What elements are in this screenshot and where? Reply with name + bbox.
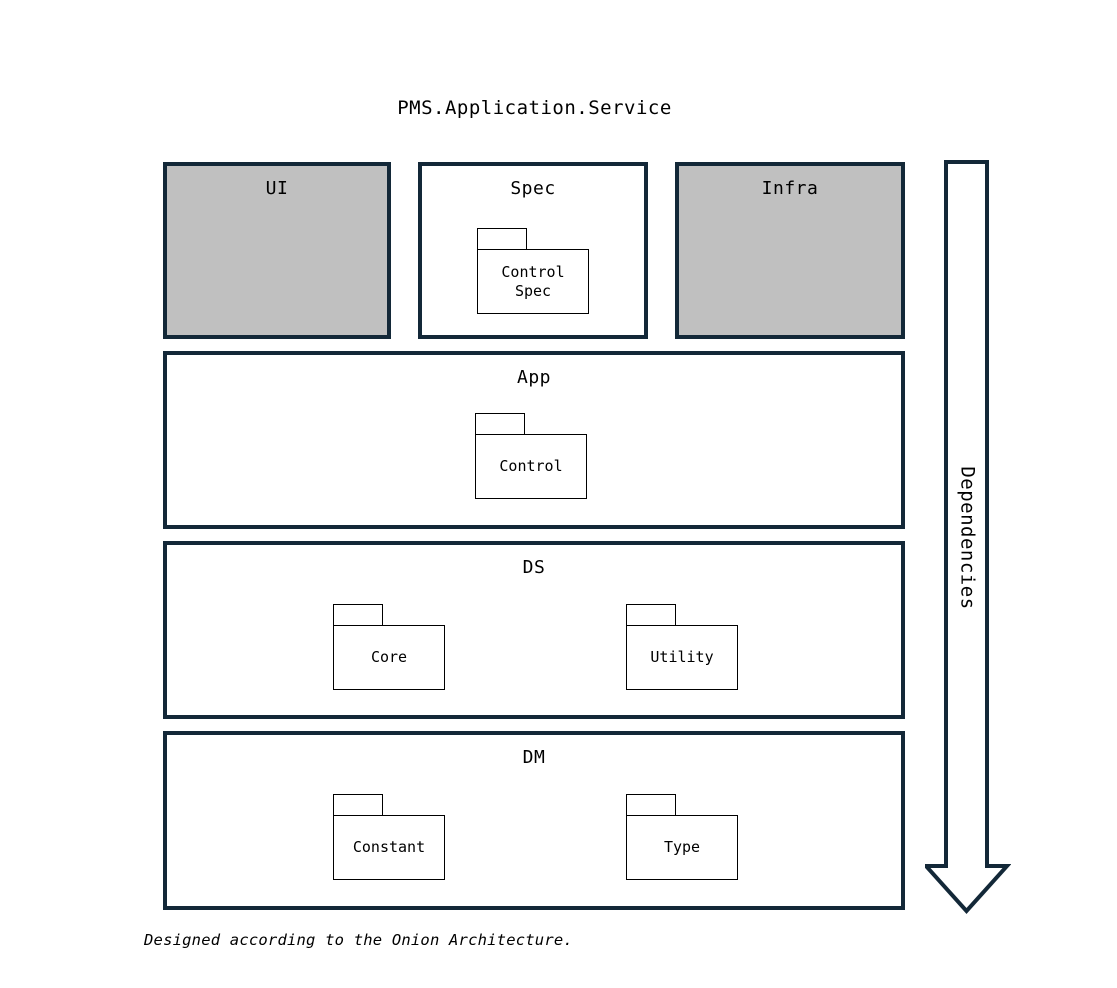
layer-infra-title: Infra [761,178,819,199]
package-constant-label: Constant [333,815,445,880]
package-label-line-2: Spec [514,281,552,300]
package-label-line-1: Control [501,262,565,281]
package-tab-icon [333,794,383,816]
package-core-label: Core [333,625,445,690]
package-tab-icon [626,604,676,626]
outer-package-title: PMS.Application.Service [397,97,672,119]
layer-ui-title: UI [265,178,289,199]
layer-app-title: App [516,367,551,388]
diagram-caption: Designed according to the Onion Architec… [144,931,573,949]
layer-dm[interactable]: DM Constant Type [163,731,905,910]
layer-spec-title: Spec [510,178,556,199]
layer-ds[interactable]: DS Core Utility [163,541,905,719]
package-type-label: Type [626,815,738,880]
dashed-edge-top [141,84,928,88]
package-label-line-1: Utility [650,648,714,667]
package-utility-label: Utility [626,625,738,690]
package-tab-icon [475,413,525,435]
package-tab-icon [626,794,676,816]
layer-infra[interactable]: Infra [675,162,905,339]
package-label-line-1: Constant [352,838,426,857]
package-label-line-1: Type [663,838,701,857]
package-control-spec-label: Control Spec [477,249,589,314]
package-control-label: Control [475,434,587,499]
package-label-line-1: Control [499,457,563,476]
dashed-edge-left [141,84,145,929]
dependencies-arrow-icon [921,160,1012,915]
package-tab-icon [333,604,383,626]
package-tab-icon [477,228,527,250]
layer-spec[interactable]: Spec Control Spec [418,162,648,339]
layer-ds-title: DS [522,557,546,578]
layer-app[interactable]: App Control [163,351,905,529]
dashed-edge-bottom [141,925,928,929]
layer-dm-title: DM [522,747,546,768]
package-label-line-1: Core [370,648,408,667]
layer-ui[interactable]: UI [163,162,391,339]
